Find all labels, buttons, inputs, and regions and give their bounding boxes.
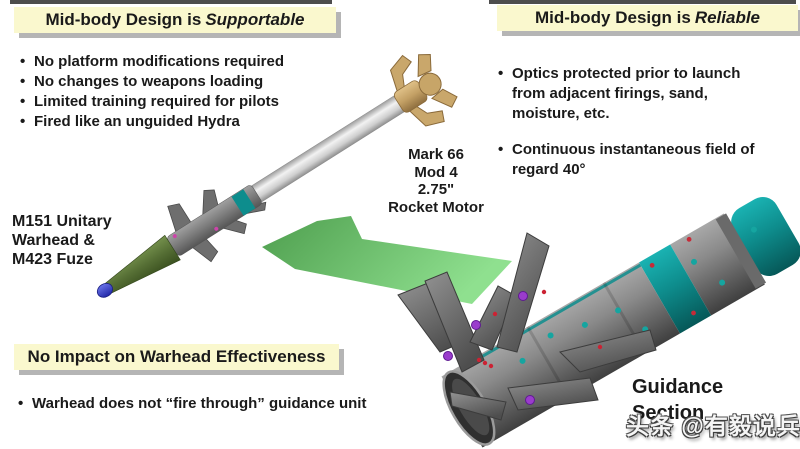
bullet-item: •No changes to weapons loading bbox=[20, 73, 264, 90]
bullet-item: •No platform modifications required bbox=[20, 53, 285, 70]
bullet-icon: • bbox=[20, 113, 26, 130]
bullet-item: •Optics protected prior to launch from a… bbox=[498, 65, 741, 122]
reliable-bullet-list: •Optics protected prior to launch from a… bbox=[498, 64, 798, 196]
warhead-bullet-list: •Warhead does not “fire through” guidanc… bbox=[18, 394, 366, 414]
top-border-bar-right bbox=[489, 0, 796, 4]
bullet-icon: • bbox=[498, 65, 504, 82]
bullet-icon: • bbox=[18, 395, 24, 412]
title-reliable-emphasis: Reliable bbox=[694, 8, 761, 27]
title-warhead-effectiveness: No Impact on Warhead Effectiveness bbox=[14, 344, 339, 370]
bullet-item: •Limited training required for pilots bbox=[20, 93, 280, 110]
label-guidance-section: Guidance Section bbox=[632, 376, 724, 424]
label-m151-warhead: M151 Unitary Warhead & M423 Fuze bbox=[12, 213, 112, 268]
watermark: 头条 @有毅说兵 bbox=[626, 413, 800, 439]
bullet-item: •Warhead does not “fire through” guidanc… bbox=[18, 395, 367, 412]
bullet-icon: • bbox=[20, 93, 26, 110]
bullet-icon: • bbox=[20, 53, 26, 70]
label-rocket-motor: Mark 66 Mod 4 2.75" Rocket Motor bbox=[388, 146, 484, 216]
hydra-rocket-graphic bbox=[96, 54, 458, 298]
guidance-section-graphic bbox=[397, 196, 800, 448]
bullet-icon: • bbox=[498, 141, 504, 158]
top-border-bar-left bbox=[10, 0, 332, 4]
bullet-item: •Fired like an unguided Hydra bbox=[20, 113, 240, 130]
title-supportable-text: Mid-body Design is bbox=[45, 10, 202, 29]
title-supportable-emphasis: Supportable bbox=[205, 10, 305, 29]
supportable-bullet-list: •No platform modifications required •No … bbox=[20, 52, 284, 132]
title-warhead-text: No Impact on Warhead Effectiveness bbox=[27, 347, 326, 366]
bullet-item: •Continuous instantaneous field of regar… bbox=[498, 141, 755, 178]
bullet-icon: • bbox=[20, 73, 26, 90]
title-reliable-text: Mid-body Design is bbox=[534, 8, 691, 27]
green-arrow-graphic bbox=[262, 216, 512, 304]
